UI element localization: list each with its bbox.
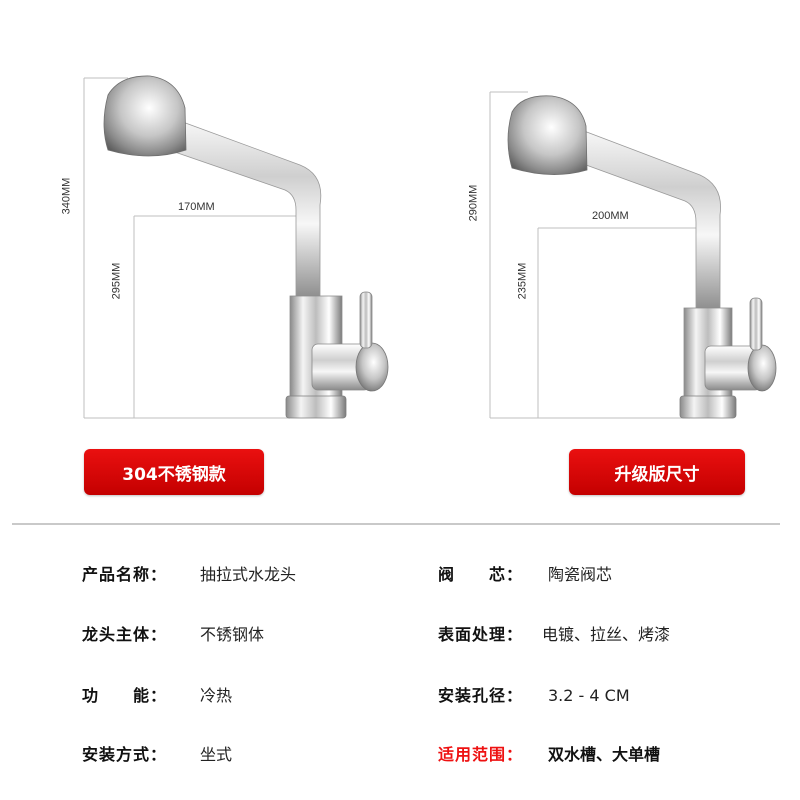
spec-install-label: 安装方式：	[82, 745, 168, 764]
spec-scope-value: 双水槽、大单槽	[548, 745, 661, 764]
right-faucet-image	[507, 95, 777, 419]
spec-function-label: 功 能：	[82, 686, 168, 705]
spec-body-label: 龙头主体：	[82, 625, 168, 644]
spec-valve-value: 陶瓷阀芯	[548, 565, 613, 584]
right-reach-label: 200MM	[592, 210, 629, 222]
spec-surface-label: 表面处理：	[438, 625, 524, 644]
spec-product-name-label: 产品名称：	[82, 565, 168, 584]
spec-valve-label: 阀 芯：	[438, 565, 524, 584]
left-total-height-label: 340MM	[60, 177, 73, 215]
faucet-illustrations	[83, 75, 777, 419]
spec-hole-label: 安装孔径：	[438, 686, 524, 705]
spec-install-value: 坐式	[200, 745, 233, 764]
spec-function-value: 冷热	[200, 686, 233, 705]
right-total-height-label: 290MM	[467, 184, 480, 222]
left-spout-height-label: 295MM	[110, 262, 123, 300]
right-dimension-lines	[489, 91, 700, 419]
spec-hole-value: 3.2 - 4 CM	[548, 686, 630, 705]
right-spout-height-label: 235MM	[516, 262, 529, 300]
left-reach-label: 170MM	[178, 201, 215, 213]
left-faucet-image	[103, 75, 389, 419]
left-dimension-lines	[83, 77, 300, 419]
left-badge: 304不锈钢款	[84, 449, 264, 495]
spec-scope-label: 适用范围：	[438, 745, 524, 764]
spec-surface-value: 电镀、拉丝、烤漆	[542, 625, 671, 644]
spec-body-value: 不锈钢体	[200, 625, 265, 644]
right-badge: 升级版尺寸	[569, 449, 745, 495]
section-divider	[12, 523, 780, 525]
spec-product-name-value: 抽拉式水龙头	[200, 565, 297, 584]
